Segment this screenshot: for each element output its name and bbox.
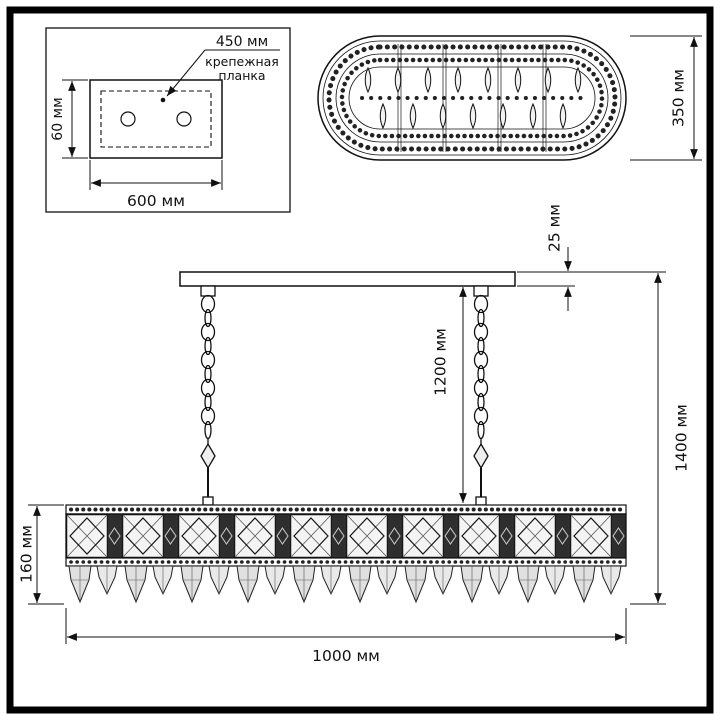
chain-length-label: 1200 мм	[431, 328, 449, 396]
top-view	[317, 35, 627, 161]
mounting-plate-view	[45, 27, 291, 213]
bracket-length-label: 450 мм	[216, 34, 268, 50]
body-height-label: 160 мм	[17, 525, 35, 583]
bracket-callout-line1: крепежная	[205, 54, 279, 69]
plate-outline	[89, 79, 223, 159]
chain-left	[200, 285, 216, 506]
total-height-label: 1400 мм	[672, 404, 690, 472]
mount-hole-left	[120, 111, 136, 127]
dim-canopy-height	[517, 247, 666, 311]
dim-body-width	[65, 608, 627, 644]
bracket-dashed-outline	[100, 90, 212, 148]
marquise-crystals	[364, 66, 582, 130]
canopy-height-label: 25 мм	[545, 204, 563, 252]
bead-ring-inner	[339, 57, 605, 139]
dim-top-view-depth	[630, 35, 702, 161]
bracket-point	[160, 97, 166, 103]
ceiling-canopy	[179, 271, 516, 287]
plate-width-label: 600 мм	[127, 192, 185, 210]
plate-height-label: 60 мм	[50, 97, 66, 140]
dim-plate-width	[89, 160, 223, 190]
dim-total-height	[630, 273, 666, 605]
top-view-depth-label: 350 мм	[669, 69, 687, 127]
dim-plate-height	[62, 79, 88, 159]
crystal-fringe	[66, 566, 626, 604]
callout-leader-arrow	[166, 49, 206, 97]
bracket-callout-line2: планка	[218, 68, 265, 83]
chain-right	[473, 285, 489, 506]
chandelier-body	[65, 504, 627, 604]
bead-ring-outer	[326, 44, 618, 152]
mount-hole-right	[176, 111, 192, 127]
dim-body-height	[28, 504, 64, 605]
inset-box	[45, 27, 291, 213]
outer-frame	[6, 6, 714, 714]
crystal-panel-band	[65, 513, 627, 559]
body-width-label: 1000 мм	[312, 647, 380, 665]
